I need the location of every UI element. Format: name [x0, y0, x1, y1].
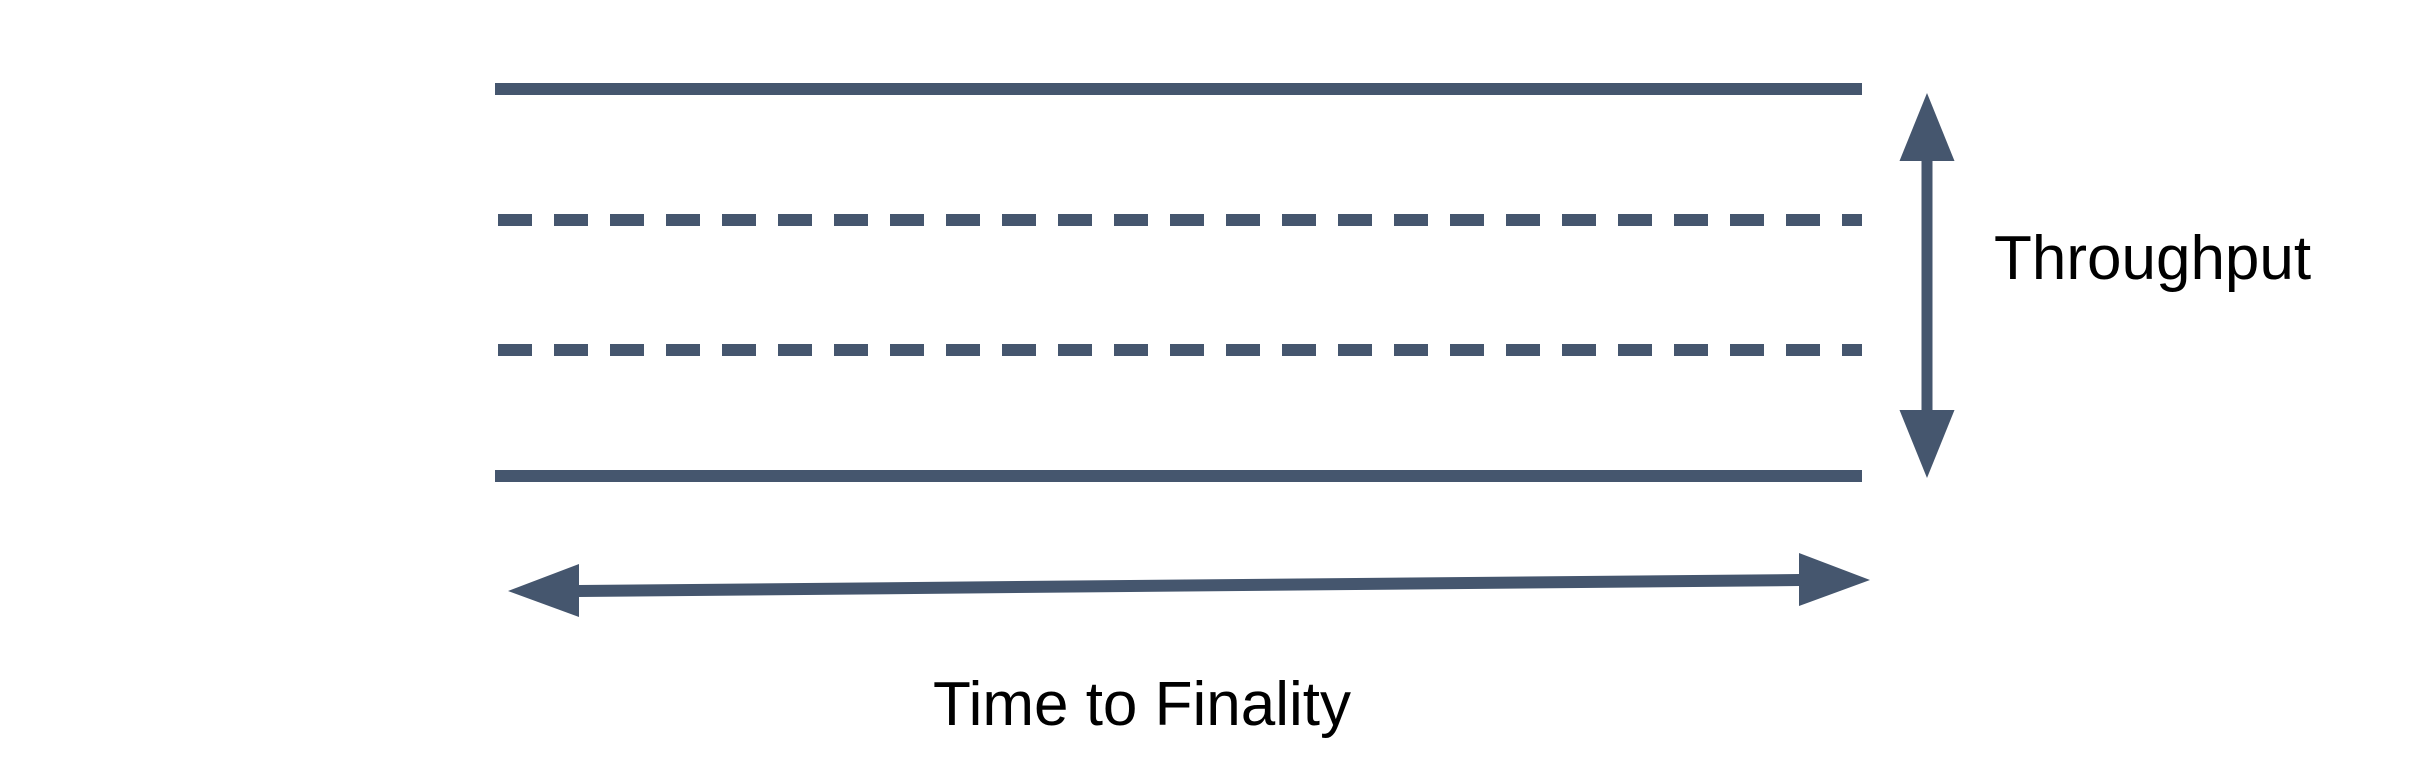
time-to-finality-axis-arrow [508, 553, 1870, 617]
time-to-finality-axis-label: Time to Finality [933, 670, 1352, 739]
throughput-axis-label: Throughput [1994, 224, 2312, 293]
throughput-arrow-shaft [1921, 150, 1933, 422]
time-to-finality-arrow-shaft [578, 574, 1800, 597]
throughput-arrow-head-up [1899, 93, 1955, 161]
throughput-arrow-head-down [1899, 410, 1955, 478]
throughput-axis-arrow [1899, 93, 1955, 478]
time-to-finality-arrow-head-right [1799, 553, 1870, 606]
time-to-finality-arrow-head-left [508, 564, 579, 617]
